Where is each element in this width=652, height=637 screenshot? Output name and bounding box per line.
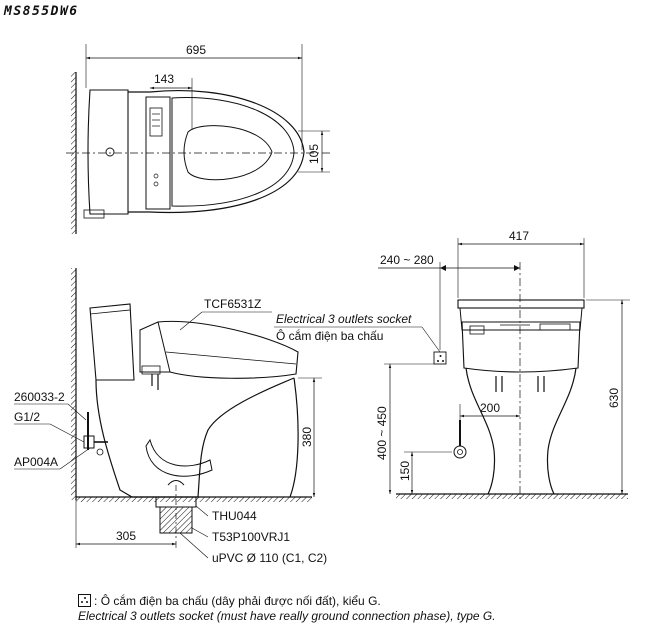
dim-inlet-height: 150 (398, 461, 412, 481)
front-tank-lid (457, 299, 585, 309)
front-body-left (465, 367, 496, 495)
side-body (95, 377, 295, 498)
dim-height: 630 (607, 388, 621, 408)
top-bowl-opening (183, 125, 273, 181)
socket-symbol (433, 351, 447, 365)
side-wall-hatch (71, 268, 76, 500)
socket-callout: Electrical 3 outlets socket Ô cắm điện b… (274, 312, 447, 365)
side-floor-hatch (76, 497, 312, 502)
model-number: MS855DW6 (4, 4, 79, 19)
top-control-panel (145, 96, 171, 210)
footnote-en: Electrical 3 outlets socket (must have r… (78, 609, 496, 623)
label-seat: TCF6531Z (204, 297, 261, 311)
side-seat-unit (139, 321, 171, 373)
socket-legend-icon (78, 594, 91, 607)
dim-inlet-offset: 200 (480, 401, 500, 415)
footnote: : Ô cắm điện ba chấu (dây phải được nối … (78, 594, 496, 624)
front-view: 417 240 ~ 280 630 400 ~ 450 200 150 (375, 229, 630, 500)
label-pipe: uPVC Ø 110 (C1, C2) (212, 551, 327, 565)
dim-socket-height: 400 ~ 450 (375, 406, 389, 460)
dim-rough-in: 305 (116, 529, 136, 543)
dim-width: 417 (509, 229, 529, 243)
side-tank (89, 303, 135, 381)
front-seat-unit (461, 321, 581, 373)
label-hose: AP004A (14, 455, 58, 469)
dim-seat-height: 380 (300, 427, 314, 447)
front-body-right (546, 367, 577, 495)
dim-side-height: 105 (307, 144, 321, 164)
label-trap: T53P100VRJ1 (212, 530, 290, 544)
dim-socket-offset: 240 ~ 280 (380, 253, 434, 267)
front-floor-hatch (396, 494, 628, 499)
side-view: TCF6531Z 260033-2 G1/2 AP004A THU044 T53… (14, 268, 327, 565)
top-tank (87, 89, 129, 215)
label-thread: G1/2 (14, 410, 40, 424)
top-view: 695 143 105 (66, 43, 332, 234)
dim-seat-offset: 143 (154, 72, 174, 86)
footnote-prefix: : (94, 594, 98, 608)
top-bowl (128, 89, 305, 214)
socket-label-vi: Ô cắm điện ba chấu (276, 328, 383, 343)
socket-label-en: Electrical 3 outlets socket (276, 312, 412, 326)
footnote-vi: Ô cắm điện ba chấu (dây phải được nối đấ… (100, 594, 381, 608)
dim-total-length: 695 (186, 43, 206, 57)
label-valve: 260033-2 (14, 390, 65, 404)
label-flange: THU044 (212, 509, 257, 523)
